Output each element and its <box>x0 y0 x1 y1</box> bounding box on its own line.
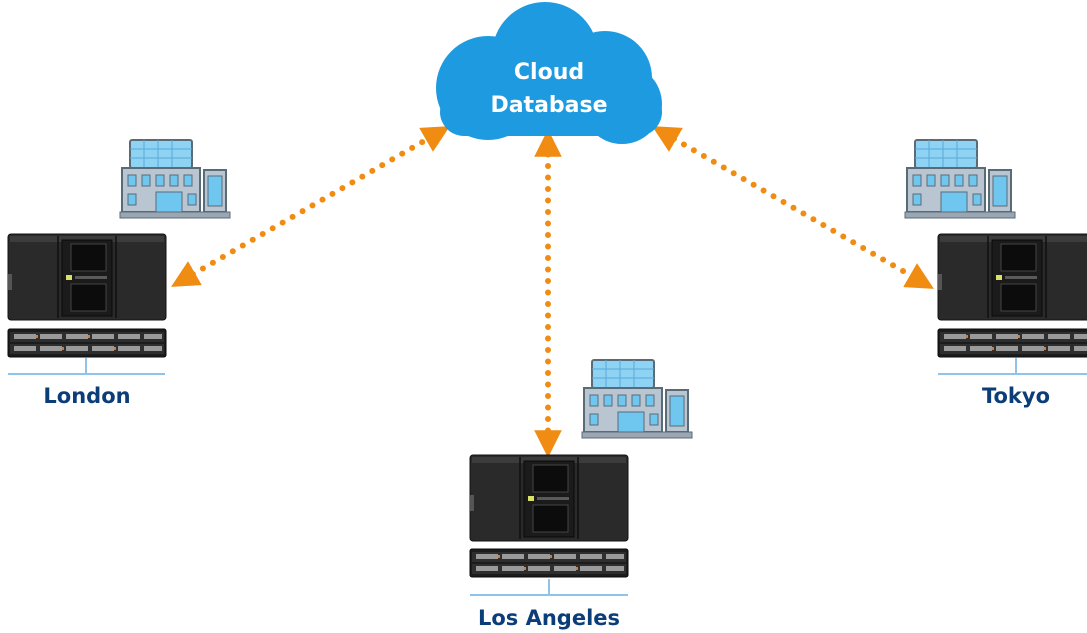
cloud-database-icon: Cloud Database <box>436 2 662 144</box>
tape-library-server-icon <box>469 454 629 542</box>
cloud-label-line1: Cloud <box>514 60 584 85</box>
storage-array-icon <box>469 548 629 578</box>
office-building-icon <box>581 359 693 439</box>
site-london: London <box>7 139 231 408</box>
office-building-icon <box>904 139 1016 219</box>
site-label-tokyo: Tokyo <box>982 384 1050 408</box>
connector-tokyo-cloud <box>652 126 934 289</box>
site-los-angeles: Los Angeles <box>469 359 693 630</box>
site-label-los-angeles: Los Angeles <box>478 606 620 630</box>
connector-london-cloud <box>171 126 450 287</box>
site-label-london: London <box>43 384 130 408</box>
office-building-icon <box>119 139 231 219</box>
tape-library-server-icon <box>937 233 1087 321</box>
storage-array-icon <box>937 328 1087 358</box>
site-tokyo: Tokyo <box>904 139 1087 408</box>
tape-library-server-icon <box>7 233 167 321</box>
cloud-label-line2: Database <box>490 93 607 118</box>
storage-array-icon <box>7 328 167 358</box>
